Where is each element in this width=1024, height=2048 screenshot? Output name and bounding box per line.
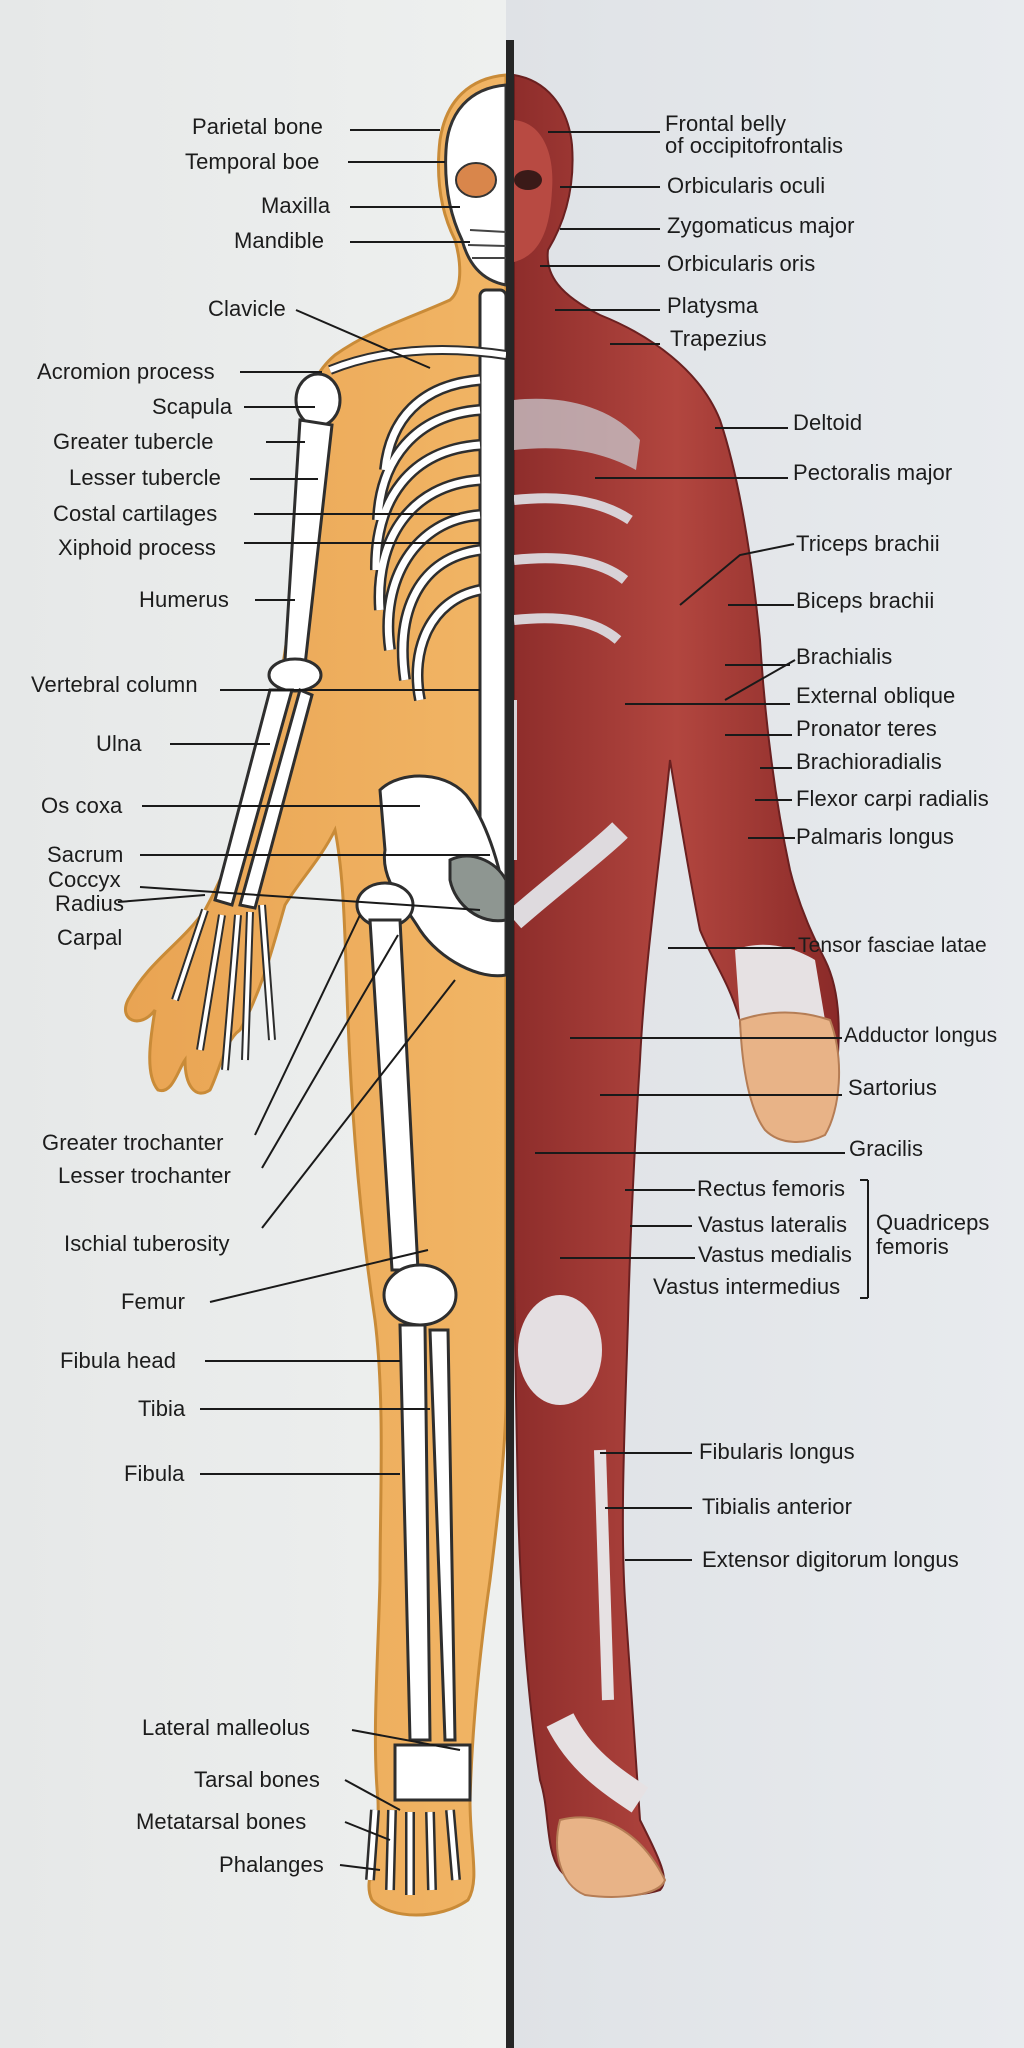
label-vastus-intermedius: Vastus intermedius	[653, 1274, 841, 1299]
label-sacrum: Sacrum	[47, 842, 124, 867]
label-parietal-bone: Parietal bone	[192, 114, 323, 139]
label-palmaris-longus: Palmaris longus	[796, 824, 955, 849]
arm-skeleton	[171, 372, 342, 1071]
label-frontal-belly: Frontal belly	[665, 111, 787, 136]
label-frontal-belly-line2: of occipitofrontalis	[665, 133, 844, 158]
label-radius: Radius	[55, 891, 125, 916]
label-coccyx: Coccyx	[48, 867, 121, 892]
label-tarsal-bones: Tarsal bones	[194, 1767, 320, 1792]
label-pronator-teres: Pronator teres	[796, 716, 937, 741]
label-quadriceps: Quadriceps	[876, 1210, 990, 1235]
label-scapula: Scapula	[152, 394, 233, 419]
label-os-coxa: Os coxa	[41, 793, 123, 818]
label-trapezius: Trapezius	[670, 326, 767, 351]
thorax-skeleton	[328, 288, 508, 892]
label-gracilis: Gracilis	[849, 1136, 924, 1161]
label-extensor-digitorum-longus: Extensor digitorum longus	[702, 1547, 959, 1572]
label-adductor-longus: Adductor longus	[844, 1024, 998, 1047]
label-brachioradialis: Brachioradialis	[796, 749, 942, 774]
label-flexor-carpi-radialis: Flexor carpi radialis	[796, 786, 989, 811]
label-greater-trochanter: Greater trochanter	[42, 1130, 224, 1155]
label-lesser-tubercle: Lesser tubercle	[69, 465, 221, 490]
label-phalanges: Phalanges	[219, 1852, 324, 1877]
label-metatarsal-bones: Metatarsal bones	[136, 1809, 307, 1834]
muscle-figure	[506, 73, 841, 1898]
label-brachialis: Brachialis	[796, 644, 893, 669]
label-fibula-head: Fibula head	[60, 1348, 177, 1373]
label-fibula: Fibula	[124, 1461, 185, 1486]
label-vastus-medialis: Vastus medialis	[698, 1242, 852, 1267]
label-external-oblique: External oblique	[796, 683, 956, 708]
label-quadriceps-line2: femoris	[876, 1234, 949, 1259]
label-tensor-fasciae-latae: Tensor fasciae latae	[798, 934, 987, 957]
label-biceps-brachii: Biceps brachii	[796, 588, 935, 613]
label-ischial-tuberosity: Ischial tuberosity	[64, 1231, 230, 1256]
center-divider	[506, 40, 514, 2048]
label-zygomaticus-major: Zygomaticus major	[667, 213, 855, 238]
label-rectus-femoris: Rectus femoris	[697, 1176, 846, 1201]
label-platysma: Platysma	[667, 293, 759, 318]
label-temporal-bone: Temporal boe	[185, 149, 320, 174]
label-carpal: Carpal	[57, 925, 123, 950]
label-xiphoid-process: Xiphoid process	[58, 535, 217, 560]
label-triceps-brachii: Triceps brachii	[796, 531, 940, 556]
label-lesser-trochanter: Lesser trochanter	[58, 1163, 231, 1188]
label-tibia: Tibia	[138, 1396, 186, 1421]
label-orbicularis-oris: Orbicularis oris	[667, 251, 816, 276]
label-maxilla: Maxilla	[261, 193, 331, 218]
label-fibularis-longus: Fibularis longus	[699, 1439, 855, 1464]
label-ulna: Ulna	[96, 731, 142, 756]
label-acromion-process: Acromion process	[37, 359, 215, 384]
label-lateral-malleolus: Lateral malleolus	[142, 1715, 311, 1740]
label-pectoralis-major: Pectoralis major	[793, 460, 953, 485]
label-tibialis-anterior: Tibialis anterior	[702, 1494, 853, 1519]
label-orbicularis-oculi: Orbicularis oculi	[667, 173, 826, 198]
label-mandible: Mandible	[234, 228, 325, 253]
label-femur: Femur	[121, 1289, 186, 1314]
label-deltoid: Deltoid	[793, 410, 863, 435]
label-greater-tubercle: Greater tubercle	[53, 429, 214, 454]
label-costal-cartilages: Costal cartilages	[53, 501, 218, 526]
label-humerus: Humerus	[139, 587, 229, 612]
label-vertebral-column: Vertebral column	[31, 672, 198, 697]
label-sartorius: Sartorius	[848, 1075, 937, 1100]
label-clavicle: Clavicle	[208, 296, 286, 321]
label-vastus-lateralis: Vastus lateralis	[698, 1212, 848, 1237]
skull	[444, 83, 508, 287]
